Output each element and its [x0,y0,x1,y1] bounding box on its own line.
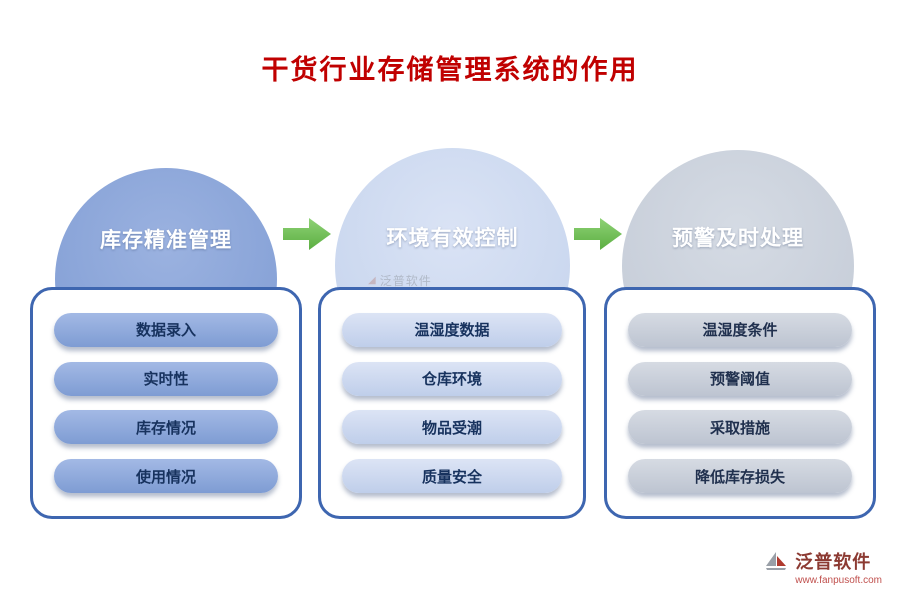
list-box-environment: 温湿度数据 仓库环境 物品受潮 质量安全 [318,287,586,519]
watermark: ◢ 泛普软件 [368,272,432,289]
list-item: 温湿度条件 [628,312,852,347]
brand-footer: 泛普软件 www.fanpusoft.com [763,548,882,586]
stage-header: 环境有效控制 [386,226,519,250]
list-item: 采取措施 [628,410,852,445]
list-item: 使用情况 [54,459,278,494]
list-item: 实时性 [54,361,278,396]
list-item: 物品受潮 [341,410,563,445]
list-item: 降低库存损失 [628,459,852,494]
arrow-right-icon [283,218,331,250]
list-box-inventory: 数据录入 实时性 库存情况 使用情况 [30,287,302,519]
watermark-logo-icon: ◢ [368,275,377,286]
list-box-alert: 温湿度条件 预警阈值 采取措施 降低库存损失 [604,287,876,519]
arrow-right-icon [574,218,622,250]
brand-url: www.fanpusoft.com [795,575,882,586]
list-item: 预警阈值 [628,361,852,396]
list-item: 数据录入 [54,312,278,347]
watermark-text: 泛普软件 [379,274,432,288]
list-item: 库存情况 [54,410,278,445]
stage-header: 库存精准管理 [100,228,232,252]
stage-header: 预警及时处理 [672,226,804,250]
page-title: 干货行业存储管理系统的作用 [261,55,639,85]
list-item: 质量安全 [341,459,563,494]
list-item: 温湿度数据 [341,312,563,347]
list-item: 仓库环境 [341,361,563,396]
brand-name: 泛普软件 [795,552,872,572]
brand-logo-icon [766,552,787,570]
